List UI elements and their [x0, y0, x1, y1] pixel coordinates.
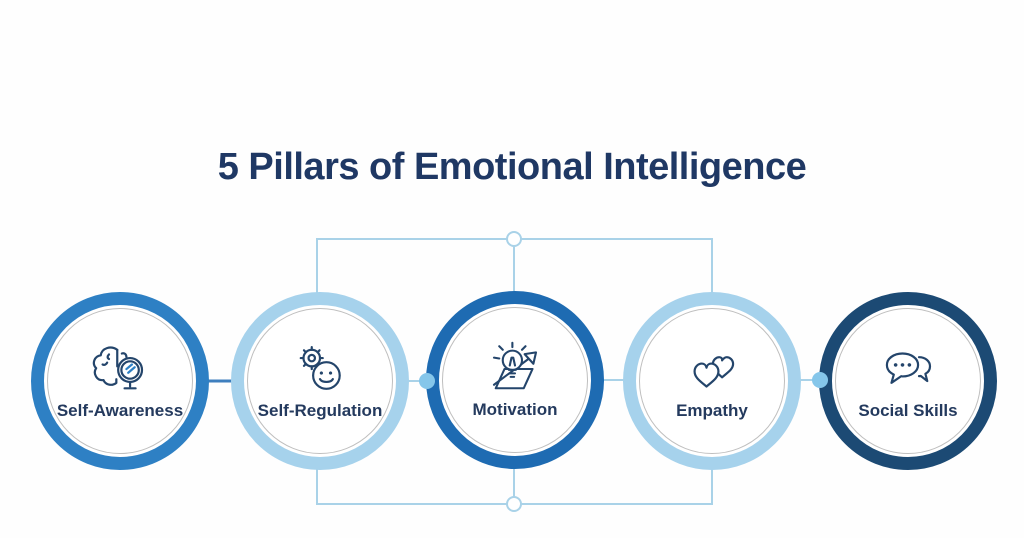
pillar-ring: Motivation — [426, 291, 604, 469]
page-title: 5 Pillars of Emotional Intelligence — [217, 146, 807, 188]
pillar-label: Social Skills — [858, 400, 958, 420]
pillar-self-regulation: Self-Regulation — [231, 292, 409, 470]
pillar-inner-circle: Motivation — [442, 307, 588, 453]
pillar-label: Self-Regulation — [257, 400, 383, 420]
pillar-inner-circle: Empathy — [639, 308, 785, 454]
pillar-social-skills: Social Skills — [819, 292, 997, 470]
gear-smiley-icon — [299, 345, 341, 390]
pillar-inner-circle: Self-Regulation — [247, 308, 393, 454]
pillar-label: Self-Awareness — [56, 400, 184, 420]
pillar-ring: Self-Regulation — [231, 292, 409, 470]
pillar-label: Empathy — [676, 400, 748, 420]
pillar-empathy: Empathy — [623, 292, 801, 470]
pillar-ring: Self-Awareness — [31, 292, 209, 470]
pillar-label: Motivation — [472, 399, 558, 419]
hearts-icon — [693, 355, 735, 388]
bottom-bracket-line — [316, 466, 713, 505]
top-bracket-line — [316, 238, 713, 296]
speech-bubbles-icon — [885, 351, 932, 384]
bottom-node-circle — [506, 496, 522, 512]
brain-mirror-icon — [92, 346, 144, 389]
lightbulb-arrow-icon — [492, 341, 538, 389]
pillar-ring: Empathy — [623, 292, 801, 470]
pillar-inner-circle: Self-Awareness — [47, 308, 193, 454]
top-node-circle — [506, 231, 522, 247]
pillar-ring: Social Skills — [819, 292, 997, 470]
pillar-inner-circle: Social Skills — [835, 308, 981, 454]
pillar-self-awareness: Self-Awareness — [31, 292, 209, 470]
pillar-motivation: Motivation — [426, 291, 604, 469]
